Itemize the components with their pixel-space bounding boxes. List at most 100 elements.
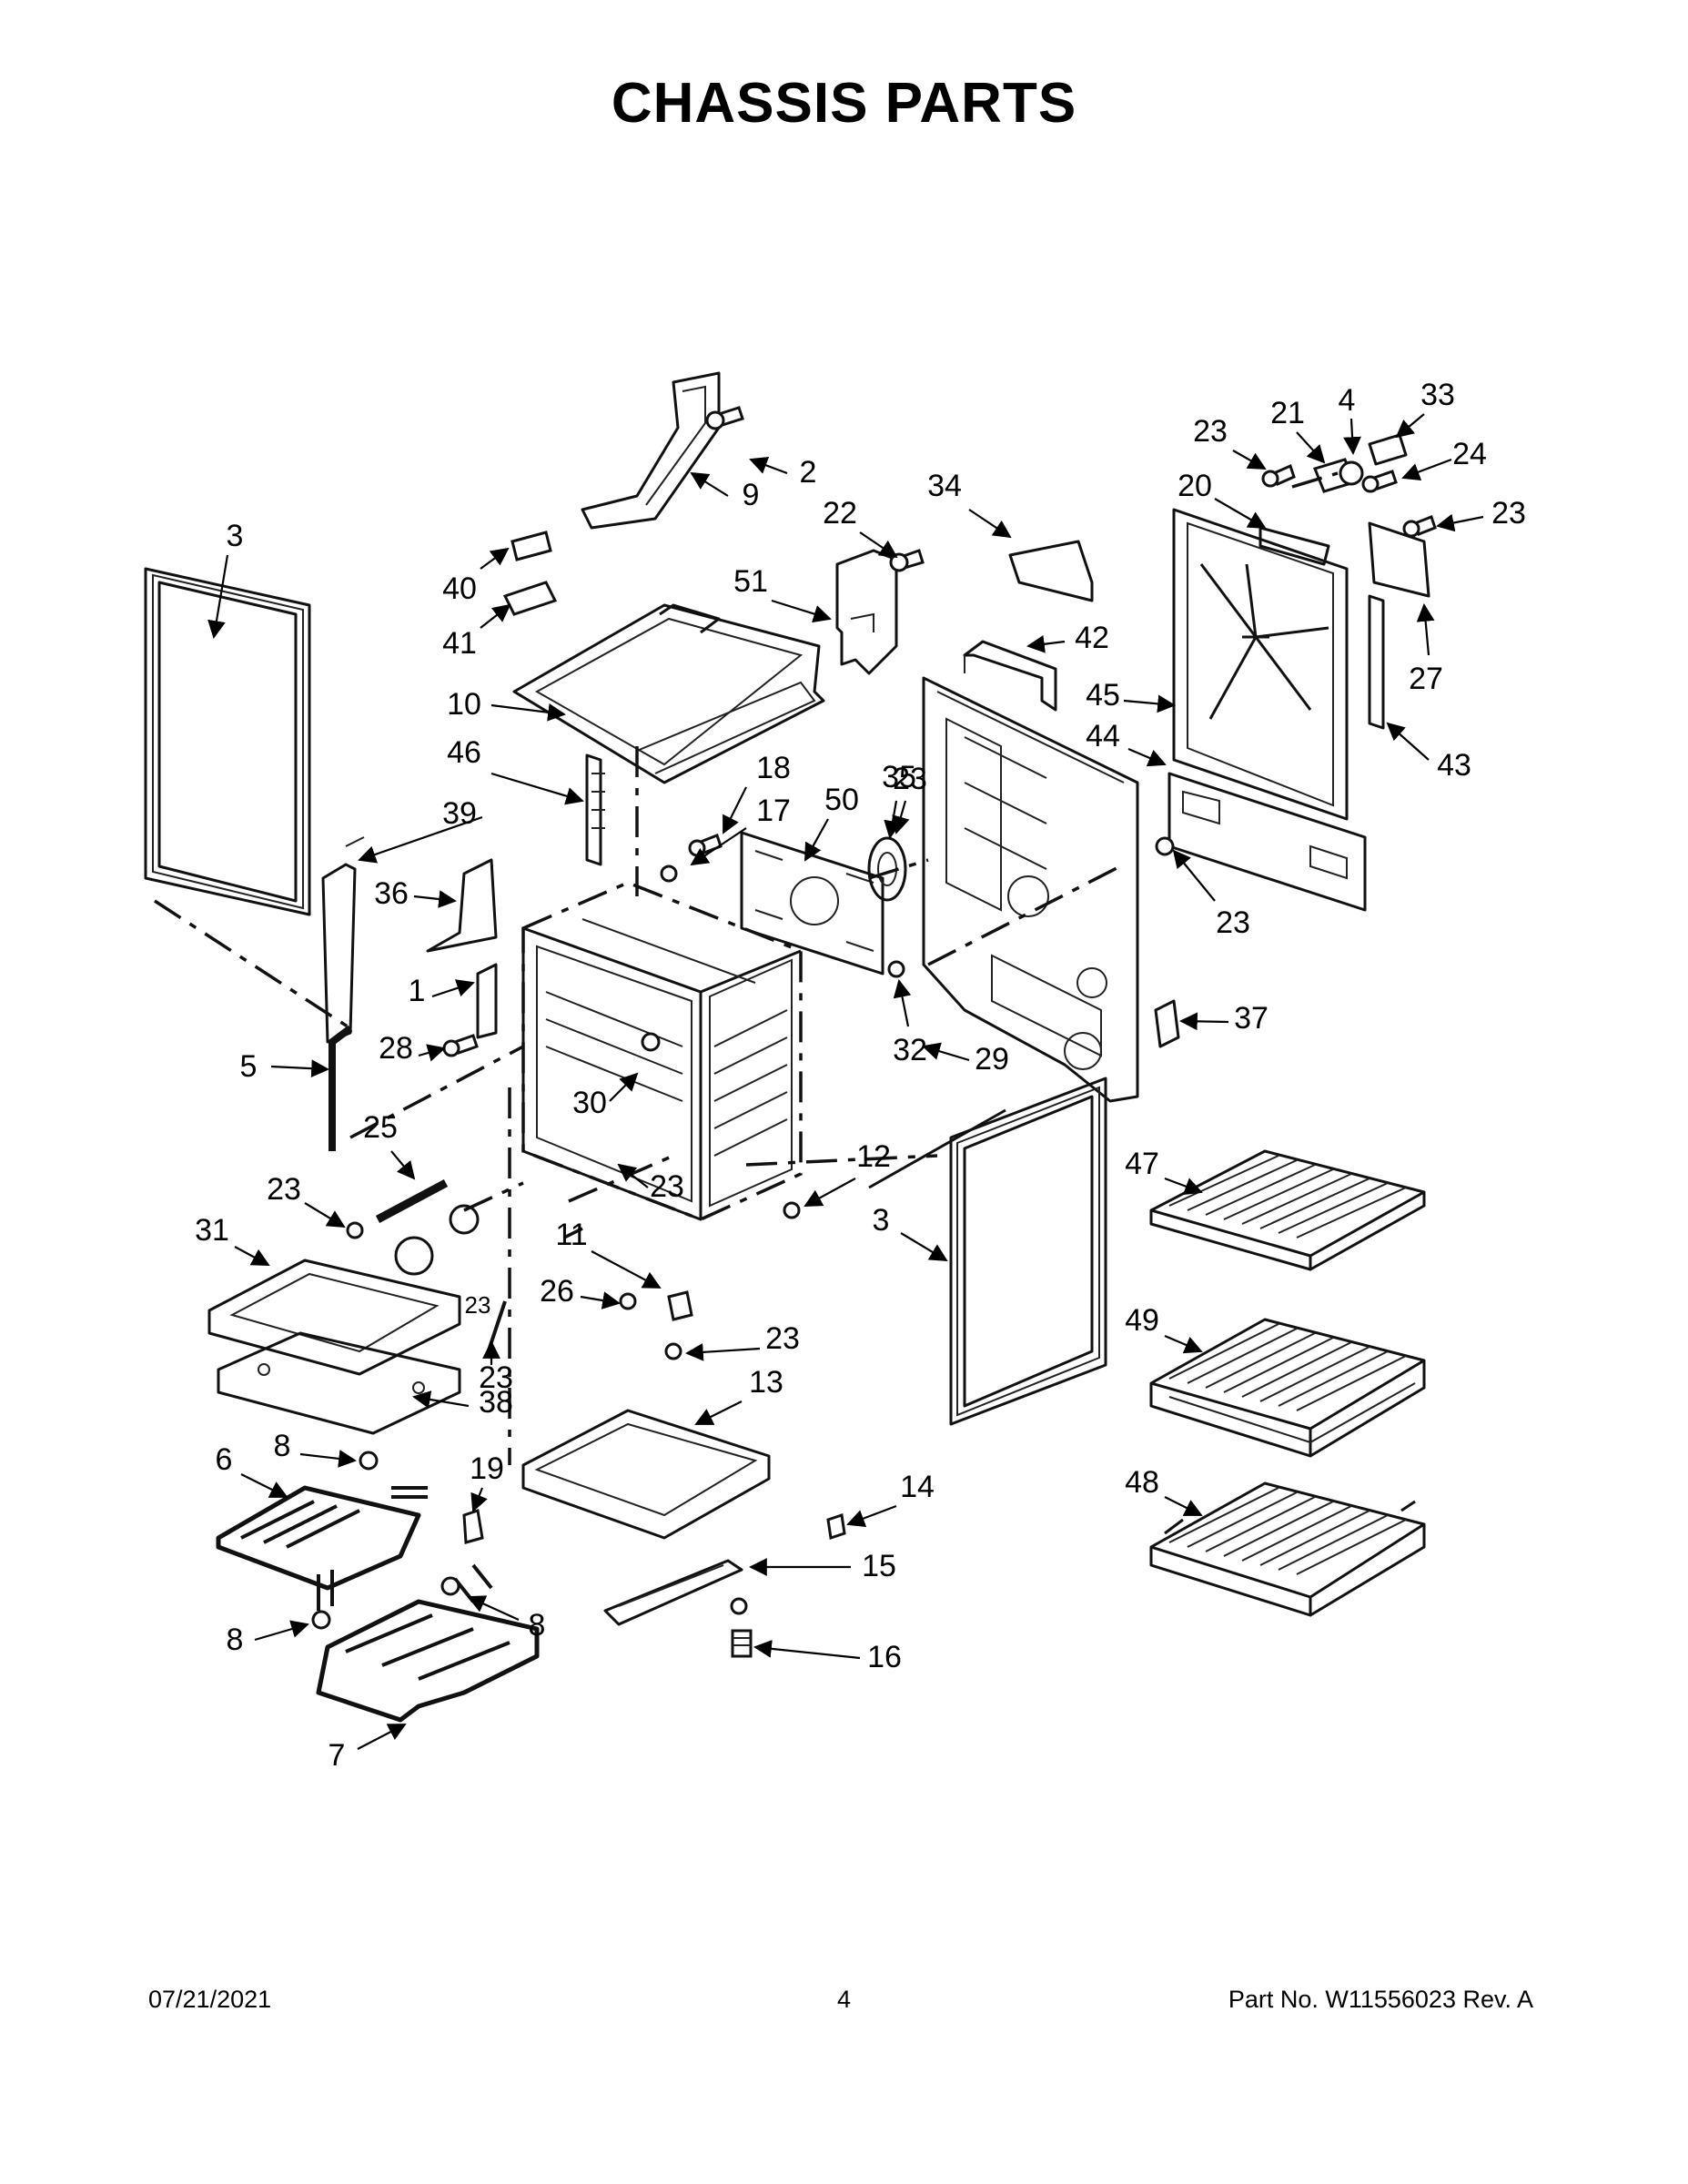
- callout-label: 22: [823, 496, 857, 531]
- callout-label: 19: [470, 1451, 504, 1486]
- callout-label: 24: [1452, 437, 1487, 471]
- callout-label: 38: [479, 1385, 513, 1420]
- callout-label: 30: [572, 1086, 607, 1120]
- callout-label: 17: [756, 794, 791, 828]
- callout-label: 16: [867, 1640, 902, 1674]
- callout-label: 11: [555, 1218, 587, 1252]
- callout-label: 26: [540, 1274, 574, 1309]
- clip-42: [502, 581, 558, 616]
- side-frame-right: [949, 1077, 1107, 1426]
- callout-label: 27: [1409, 662, 1443, 696]
- callout-label: 7: [329, 1738, 346, 1773]
- gasket-5: [329, 1025, 353, 1151]
- callout-labels: 1 2 3 3 4 5 6 7 8 8 8 9 10 11 12 13 14 1…: [195, 378, 1526, 1773]
- screw-18: [688, 834, 723, 857]
- pan-cover: [217, 1331, 461, 1435]
- side-frame-left: [144, 567, 311, 916]
- callout-label: 23: [267, 1172, 301, 1207]
- callout-label: 32: [893, 1033, 927, 1067]
- callout-label: 21: [1270, 396, 1305, 430]
- screw-23-left: [346, 1221, 364, 1239]
- screw-30: [442, 1034, 479, 1057]
- connector-43: [510, 531, 552, 561]
- screw-22: [889, 549, 925, 572]
- callout-label: 44: [1086, 719, 1120, 753]
- callout-label: 29: [975, 1042, 1009, 1077]
- bake-element: [216, 1485, 428, 1611]
- callout-label: 34: [927, 469, 962, 503]
- callout-label: 23: [465, 1291, 491, 1319]
- rear-panel: [922, 676, 1139, 1103]
- callout-label: 47: [1125, 1147, 1159, 1181]
- footer-part-number: Part No. W11556023 Rev. A: [1228, 1986, 1533, 2013]
- callout-label: 8: [529, 1608, 546, 1643]
- fan-32: [641, 1032, 661, 1052]
- callout-label: 50: [824, 783, 859, 817]
- footer-page-number: 4: [836, 1986, 852, 2013]
- callout-label: 13: [749, 1365, 783, 1400]
- callout-label: 43: [1437, 748, 1471, 783]
- bracket-48: [585, 753, 605, 866]
- oven-cavity: [521, 881, 803, 1221]
- callout-label: 12: [856, 1139, 891, 1174]
- switch-11: [667, 1290, 693, 1321]
- screw-34: [887, 960, 905, 978]
- screw-2: [705, 406, 744, 430]
- heat-shield: [835, 549, 898, 675]
- bracket-1: [476, 963, 498, 1039]
- clip-19: [462, 1509, 484, 1544]
- broil-pan: [207, 1259, 461, 1376]
- callout-label: 28: [379, 1031, 413, 1066]
- callout-label: 23: [1193, 414, 1228, 449]
- broil-element: [316, 1563, 540, 1723]
- callout-label: 9: [743, 478, 760, 512]
- screw-23-mid: [1155, 836, 1175, 856]
- callout-label: 51: [733, 564, 768, 599]
- callout-label: 3: [227, 519, 244, 553]
- callout-label: 23: [650, 1169, 684, 1204]
- callout-label: 10: [447, 687, 481, 722]
- screw-28: [619, 1292, 637, 1310]
- callout-label: 23: [1216, 905, 1250, 940]
- screw-23-top: [1261, 463, 1296, 488]
- page-title: CHASSIS PARTS: [611, 72, 1077, 135]
- callout-label: 18: [756, 751, 791, 785]
- callout-label: 8: [274, 1429, 291, 1463]
- callout-label: 48: [1125, 1465, 1159, 1500]
- callout-label: 40: [442, 571, 477, 606]
- bracket-35: [1368, 433, 1408, 466]
- convection-cover: [740, 831, 884, 976]
- callout-label: 23: [893, 762, 927, 796]
- callout-label: 23: [479, 1360, 513, 1395]
- callout-label: 8: [227, 1623, 244, 1657]
- callout-label: 20: [1178, 469, 1212, 503]
- plate-36: [1008, 540, 1094, 602]
- footer-date: 07/21/2021: [148, 1986, 272, 2013]
- fan-blade-37: [867, 836, 907, 902]
- callout-label: 23: [1491, 496, 1526, 531]
- callout-label: 6: [216, 1442, 233, 1477]
- knob-25: [394, 1204, 480, 1276]
- callout-label: 25: [363, 1110, 398, 1145]
- screw-23-low: [730, 1597, 748, 1615]
- side-rail: [321, 836, 365, 1044]
- clip-14: [826, 1513, 846, 1540]
- top-panel: [512, 603, 825, 784]
- back-frame: [1172, 508, 1349, 821]
- callout-label: 3: [873, 1203, 890, 1238]
- bracket-39: [1154, 999, 1180, 1048]
- screw-8-bottom: [311, 1610, 331, 1630]
- callout-label: 49: [1125, 1303, 1159, 1338]
- strip-45: [1368, 594, 1385, 730]
- screw-26: [1361, 470, 1398, 493]
- callout-label: 42: [1075, 621, 1109, 655]
- callout-label: 14: [900, 1470, 935, 1504]
- bracket-15: [603, 1559, 743, 1626]
- nut-4: [1339, 460, 1364, 486]
- leveling-leg-16: [731, 1629, 753, 1658]
- callout-label: 15: [862, 1549, 896, 1583]
- oven-rack-51: [1149, 1318, 1426, 1458]
- callout-label: 41: [442, 626, 477, 661]
- trim-bracket: [581, 371, 721, 530]
